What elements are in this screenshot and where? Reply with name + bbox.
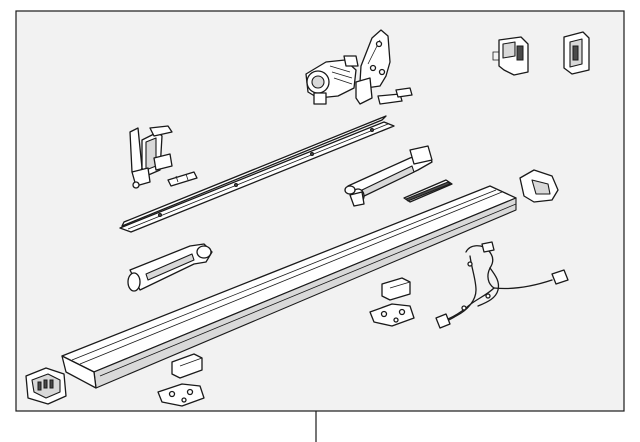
mounting-plate-lower — [157, 383, 205, 407]
mounting-plate-upper — [369, 303, 415, 327]
upper-rail-channel — [119, 115, 395, 233]
center-linkage-arm — [344, 145, 433, 207]
spacer-block-upper — [381, 277, 411, 301]
trim-strip — [403, 179, 453, 203]
end-cap-right — [519, 169, 559, 203]
front-hinge-bracket — [129, 125, 173, 189]
running-board-step — [61, 185, 517, 389]
motor-mounting-bracket — [355, 29, 413, 105]
wiring-harness — [435, 241, 569, 329]
rear-linkage-arm — [127, 243, 213, 292]
power-step-motor — [305, 55, 359, 105]
end-cap-left — [25, 367, 67, 405]
connector-clip-a — [492, 36, 529, 76]
connector-clip-b — [563, 31, 590, 75]
spacer-block-lower — [171, 353, 203, 379]
hinge-arm-small — [167, 171, 198, 187]
